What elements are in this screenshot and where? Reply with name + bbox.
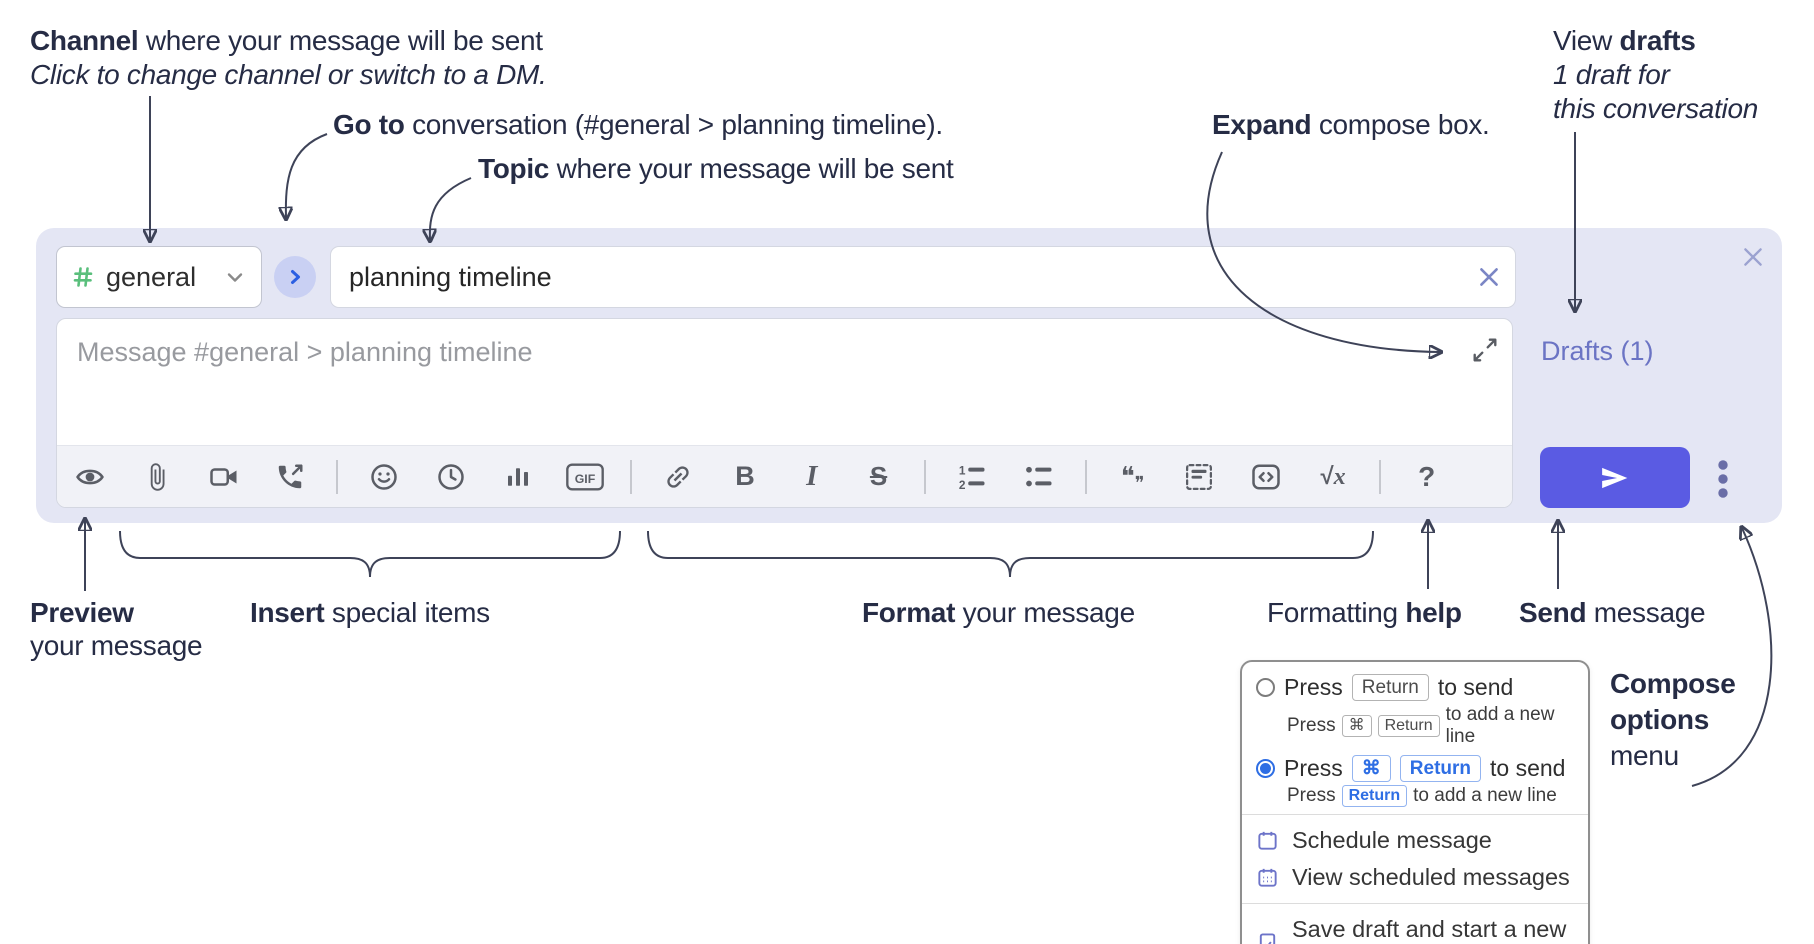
option-cmd-enter-sends[interactable]: Press ⌘ Return to send	[1256, 755, 1572, 782]
annotation-channel-sub: Click to change channel or switch to a D…	[30, 59, 547, 90]
italic-icon[interactable]: I	[806, 460, 818, 492]
toolbar-divider	[924, 459, 927, 494]
key-return: Return	[1377, 715, 1440, 737]
expand-compose-icon[interactable]	[1472, 337, 1498, 363]
annotation-drafts-sub2: this conversation	[1553, 93, 1759, 124]
menu-divider	[1242, 814, 1588, 815]
brace-format-items	[647, 530, 1374, 578]
annotation-format: Format your message	[862, 597, 1135, 628]
radio-selected-icon[interactable]	[1256, 759, 1275, 778]
message-box: GIF B I S 12 ❝❞ √x?	[56, 318, 1513, 508]
key-cmd: ⌘	[1341, 715, 1372, 737]
option-cmd-enter-sends-sub: Press Return to add a new line	[1287, 785, 1557, 807]
chevron-down-icon	[227, 273, 243, 282]
annotation-expand: Expand compose box.	[1212, 109, 1490, 140]
spoiler-icon[interactable]	[1178, 456, 1220, 498]
code-icon[interactable]	[1245, 456, 1287, 498]
compose-options-menu: Press Return to send Press ⌘ Return to a…	[1240, 660, 1590, 944]
poll-icon[interactable]	[497, 456, 539, 498]
clear-topic-icon[interactable]	[1476, 264, 1502, 290]
channel-hash-icon	[73, 267, 93, 287]
strikethrough-icon[interactable]: S	[869, 461, 888, 491]
message-input[interactable]	[57, 319, 1512, 445]
toolbar-divider	[1378, 459, 1381, 494]
calendar-icon	[1258, 831, 1277, 850]
annotation-insert: Insert special items	[250, 597, 490, 628]
arrow-to-goto-button	[286, 133, 328, 218]
gif-icon[interactable]: GIF	[564, 456, 606, 498]
link-icon[interactable]	[657, 456, 699, 498]
help-icon[interactable]: ?	[1418, 460, 1436, 492]
annotation-drafts-sub1: 1 draft for	[1553, 59, 1670, 90]
close-compose-icon[interactable]	[1740, 244, 1766, 270]
key-cmd: ⌘	[1351, 755, 1391, 782]
radio-unselected-icon[interactable]	[1256, 678, 1275, 697]
send-button[interactable]	[1540, 447, 1690, 508]
annotation-compose-options: Compose options menu	[1610, 668, 1736, 771]
annotation-channel: Channel where your message will be sent	[30, 25, 543, 56]
voice-call-icon[interactable]	[269, 456, 311, 498]
send-plane-icon	[1602, 467, 1628, 488]
quote-icon[interactable]: ❝❞	[1120, 461, 1145, 493]
annotation-help: Formatting help	[1267, 597, 1462, 628]
math-icon[interactable]: √x	[1320, 462, 1346, 490]
compose-options-kebab-icon[interactable]	[1717, 459, 1729, 506]
toolbar-divider	[336, 459, 339, 494]
annotation-preview: Preview	[30, 597, 134, 628]
svg-text:GIF: GIF	[574, 471, 595, 485]
go-to-conversation-button[interactable]	[274, 256, 316, 298]
time-icon[interactable]	[430, 456, 472, 498]
annotation-preview-sub: your message	[30, 630, 203, 661]
annotation-view-drafts: View drafts	[1553, 25, 1696, 56]
option-enter-sends[interactable]: Press Return to send	[1256, 674, 1572, 701]
annotation-goto: Go to conversation (#general > planning …	[333, 109, 943, 140]
channel-name: general	[106, 261, 197, 292]
toolbar-divider	[630, 459, 633, 494]
channel-selector[interactable]: general	[56, 246, 262, 308]
bold-icon[interactable]: B	[735, 461, 755, 491]
menu-item-schedule-message[interactable]: Schedule message	[1256, 822, 1572, 859]
svg-text:1: 1	[959, 463, 966, 477]
key-return: Return	[1351, 674, 1429, 701]
svg-text:2: 2	[959, 477, 966, 491]
emoji-icon[interactable]	[363, 456, 405, 498]
calendar-grid-icon	[1258, 868, 1277, 887]
menu-divider	[1242, 903, 1588, 904]
drafts-link[interactable]: Drafts (1)	[1541, 336, 1654, 366]
menu-item-save-draft[interactable]: Save draft and start a new message	[1256, 911, 1572, 944]
option-enter-sends-sub: Press ⌘ Return to add a new line	[1287, 704, 1555, 747]
chevron-right-icon	[291, 270, 300, 284]
key-return: Return	[1341, 785, 1408, 807]
attach-paperclip-icon[interactable]	[136, 456, 178, 498]
bulleted-list-icon[interactable]	[1018, 456, 1060, 498]
draft-save-icon	[1259, 932, 1276, 944]
annotation-send: Send message	[1519, 597, 1706, 628]
brace-insert-items	[119, 530, 621, 578]
annotation-topic: Topic where your message will be sent	[478, 153, 954, 184]
preview-eye-icon[interactable]	[69, 456, 111, 498]
menu-item-view-scheduled[interactable]: View scheduled messages	[1256, 859, 1572, 896]
toolbar-divider	[1084, 459, 1087, 494]
key-return: Return	[1399, 755, 1482, 782]
video-call-icon[interactable]	[203, 456, 245, 498]
topic-field-wrap	[330, 246, 1516, 308]
topic-input[interactable]	[330, 246, 1516, 308]
